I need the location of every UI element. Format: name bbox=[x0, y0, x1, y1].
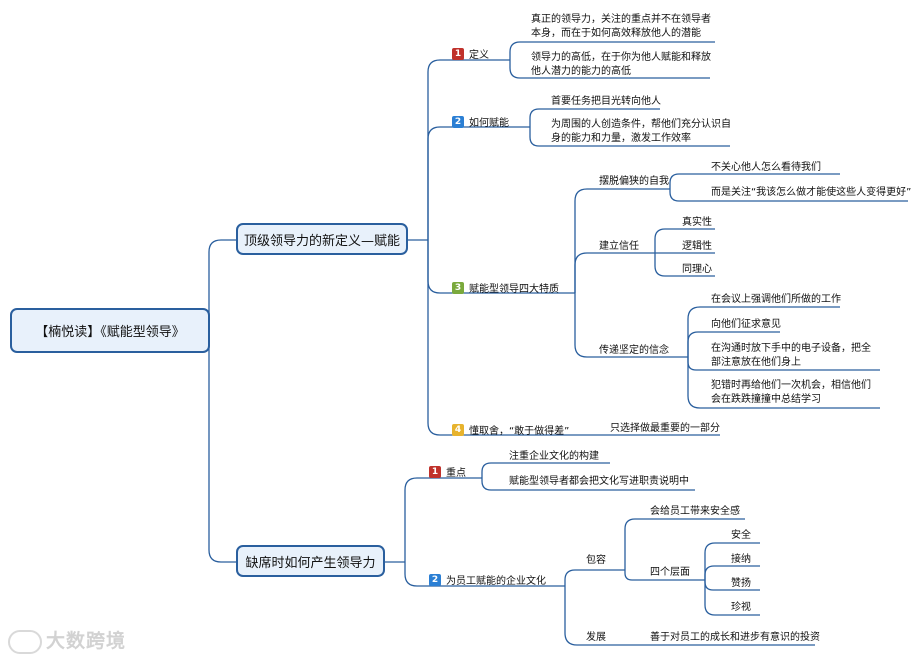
topic-label: 定义 bbox=[469, 50, 489, 61]
number-badge: 2 bbox=[429, 573, 441, 586]
topic-label: 如何赋能 bbox=[469, 118, 509, 129]
root-node[interactable]: 【楠悦读】《赋能型领导》 bbox=[10, 308, 210, 353]
watermark: 大数跨境 bbox=[8, 626, 126, 654]
leaf-level-praise[interactable]: 赞扬 bbox=[731, 578, 751, 589]
leaf-safety-feeling[interactable]: 会给员工带来安全感 bbox=[650, 506, 740, 517]
subtopic-get-rid-of-ego[interactable]: 摆脱偏狭的自我 bbox=[599, 176, 669, 187]
number-badge: 4 bbox=[452, 423, 464, 436]
leaf-key-point-1[interactable]: 注重企业文化的构建 bbox=[509, 451, 599, 462]
topic-empowering-culture[interactable]: 2 为员工赋能的企业文化 bbox=[429, 572, 546, 587]
subtopic-inclusion[interactable]: 包容 bbox=[586, 555, 606, 566]
topic-label: 重点 bbox=[446, 468, 466, 479]
topic-key-point[interactable]: 1 重点 bbox=[429, 464, 466, 479]
branch-leadership-in-absence[interactable]: 缺席时如何产生领导力 bbox=[236, 545, 385, 577]
subtopic-four-levels[interactable]: 四个层面 bbox=[650, 567, 690, 578]
branch-new-definition[interactable]: 顶级领导力的新定义—赋能 bbox=[236, 223, 408, 255]
leaf-trade-off-1[interactable]: 只选择做最重要的一部分 bbox=[610, 423, 720, 434]
leaf-trust-logic[interactable]: 逻辑性 bbox=[682, 241, 712, 252]
leaf-level-acceptance[interactable]: 接纳 bbox=[731, 554, 751, 565]
subtopic-development[interactable]: 发展 bbox=[586, 632, 606, 643]
topic-label: 懂取舍，“敢于做得差” bbox=[469, 426, 570, 437]
topic-four-traits[interactable]: 3 赋能型领导四大特质 bbox=[452, 280, 559, 295]
leaf-belief-1[interactable]: 在会议上强调他们所做的工作 bbox=[711, 294, 841, 305]
number-badge: 1 bbox=[452, 47, 464, 60]
leaf-ego-2[interactable]: 而是关注“我该怎么做才能使这些人变得更好” bbox=[711, 187, 912, 198]
leaf-empower-2[interactable]: 为周围的人创造条件，帮他们充分认识自身的能力和力量，激发工作效率 bbox=[551, 119, 731, 144]
topic-definition[interactable]: 1 定义 bbox=[452, 46, 489, 61]
leaf-empower-1[interactable]: 首要任务把目光转向他人 bbox=[551, 96, 661, 107]
number-badge: 1 bbox=[429, 465, 441, 478]
leaf-belief-4[interactable]: 犯错时再给他们一次机会，相信他们会在跌跌撞撞中总结学习 bbox=[711, 380, 871, 405]
watermark-logo-icon bbox=[8, 629, 42, 654]
topic-trade-off[interactable]: 4 懂取舍，“敢于做得差” bbox=[452, 422, 569, 437]
leaf-level-cherish[interactable]: 珍视 bbox=[731, 602, 751, 613]
leaf-definition-2[interactable]: 领导力的高低，在于你为他人赋能和释放他人潜力的能力的高低 bbox=[531, 52, 711, 77]
leaf-trust-authenticity[interactable]: 真实性 bbox=[682, 217, 712, 228]
leaf-ego-1[interactable]: 不关心他人怎么看待我们 bbox=[711, 162, 821, 173]
topic-label: 为员工赋能的企业文化 bbox=[446, 576, 546, 587]
leaf-key-point-2[interactable]: 赋能型领导者都会把文化写进职责说明中 bbox=[509, 476, 689, 487]
leaf-development-1[interactable]: 善于对员工的成长和进步有意识的投资 bbox=[650, 632, 820, 643]
leaf-definition-1[interactable]: 真正的领导力，关注的重点并不在领导者本身，而在于如何高效释放他人的潜能 bbox=[531, 14, 711, 39]
topic-how-to-empower[interactable]: 2 如何赋能 bbox=[452, 114, 509, 129]
number-badge: 2 bbox=[452, 115, 464, 128]
subtopic-convey-belief[interactable]: 传递坚定的信念 bbox=[599, 345, 669, 356]
leaf-level-safety[interactable]: 安全 bbox=[731, 530, 751, 541]
topic-label: 赋能型领导四大特质 bbox=[469, 284, 559, 295]
subtopic-build-trust[interactable]: 建立信任 bbox=[599, 241, 639, 252]
leaf-belief-3[interactable]: 在沟通时放下手中的电子设备，把全部注意放在他们身上 bbox=[711, 343, 871, 368]
number-badge: 3 bbox=[452, 281, 464, 294]
leaf-trust-empathy[interactable]: 同理心 bbox=[682, 264, 712, 275]
leaf-belief-2[interactable]: 向他们征求意见 bbox=[711, 319, 781, 330]
